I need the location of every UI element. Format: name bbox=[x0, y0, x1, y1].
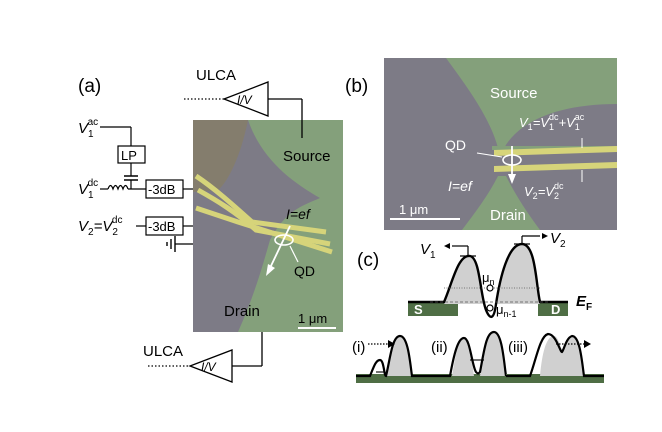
panel-b-label: (b) bbox=[345, 76, 368, 97]
panel-c-v2-label: V2 bbox=[550, 230, 566, 250]
panel-a-current-label: I=ef bbox=[286, 206, 312, 222]
lp-filter-label: LP bbox=[121, 148, 137, 163]
panel-a-qd-label: QD bbox=[294, 263, 315, 279]
panel-c: (c) V1 V2 μn μn-1 S D EF bbox=[352, 230, 604, 383]
panel-a-drain-label: Drain bbox=[224, 303, 260, 320]
panel-a-scale-label: 1 μm bbox=[298, 311, 327, 326]
panel-a-top-amplifier bbox=[184, 81, 303, 138]
panel-a: (a) Source Drain I=ef QD 1 μm bbox=[78, 67, 343, 383]
panel-c-mu-n-label: μn bbox=[482, 270, 495, 287]
panel-c-label: (c) bbox=[357, 250, 379, 271]
panel-a-v1ac-label: V1ac bbox=[78, 117, 98, 140]
panel-a-label: (a) bbox=[78, 76, 101, 97]
panel-b-scale-label: 1 μm bbox=[399, 202, 428, 217]
panel-c-source-lead-label: S bbox=[414, 302, 423, 317]
panel-c-step-ii-label: (ii) bbox=[431, 339, 448, 356]
panel-b-v2-equation: V2=V2dc bbox=[524, 181, 564, 201]
panel-c-step-i-label: (i) bbox=[352, 339, 365, 356]
panel-a-v1dc-branch bbox=[100, 179, 193, 199]
panel-a-v1dc-label: V1dc bbox=[78, 178, 98, 201]
panel-a-top-amp-symbol: I/V bbox=[237, 93, 253, 107]
panel-b: (b) Source Drain QD I=ef V1=V1dc+V1ac V2… bbox=[345, 58, 617, 230]
panel-c-step-ii bbox=[430, 330, 508, 383]
panel-a-bottom-amp-symbol: I/V bbox=[201, 360, 217, 374]
panel-b-v1-equation: V1=V1dc+V1ac bbox=[519, 112, 585, 132]
panel-b-qd-label: QD bbox=[445, 137, 466, 153]
panel-a-source-label: Source bbox=[283, 148, 331, 165]
panel-b-sem-image bbox=[384, 58, 617, 230]
panel-c-step-i bbox=[356, 334, 440, 383]
panel-a-v2-branch bbox=[136, 216, 193, 236]
attenuator-2-label: -3dB bbox=[148, 219, 175, 234]
panel-a-v2-label: V2=V2dc bbox=[78, 215, 122, 238]
panel-a-bottom-amplifier bbox=[148, 332, 263, 383]
panel-a-top-amp-name: ULCA bbox=[196, 67, 236, 84]
panel-c-step-iii bbox=[506, 332, 604, 383]
panel-a-lp-branch bbox=[100, 126, 146, 189]
panel-a-sem-image bbox=[193, 120, 343, 332]
attenuator-1-label: -3dB bbox=[148, 182, 175, 197]
ground-icon bbox=[166, 236, 193, 252]
panel-b-drain-label: Drain bbox=[490, 207, 526, 224]
panel-c-mu-n1-label: μn-1 bbox=[496, 302, 517, 319]
panel-c-drain-lead-label: D bbox=[551, 302, 560, 317]
panel-c-fermi-label: EF bbox=[576, 293, 592, 313]
panel-a-bottom-amp-name: ULCA bbox=[143, 343, 183, 360]
panel-c-main-potential bbox=[408, 233, 568, 318]
inductor-coil bbox=[107, 184, 129, 191]
panel-b-source-label: Source bbox=[490, 85, 538, 102]
panel-b-current-label: I=ef bbox=[448, 178, 474, 194]
panel-c-v1-label: V1 bbox=[420, 241, 436, 261]
panel-c-step-iii-label: (iii) bbox=[508, 339, 528, 356]
